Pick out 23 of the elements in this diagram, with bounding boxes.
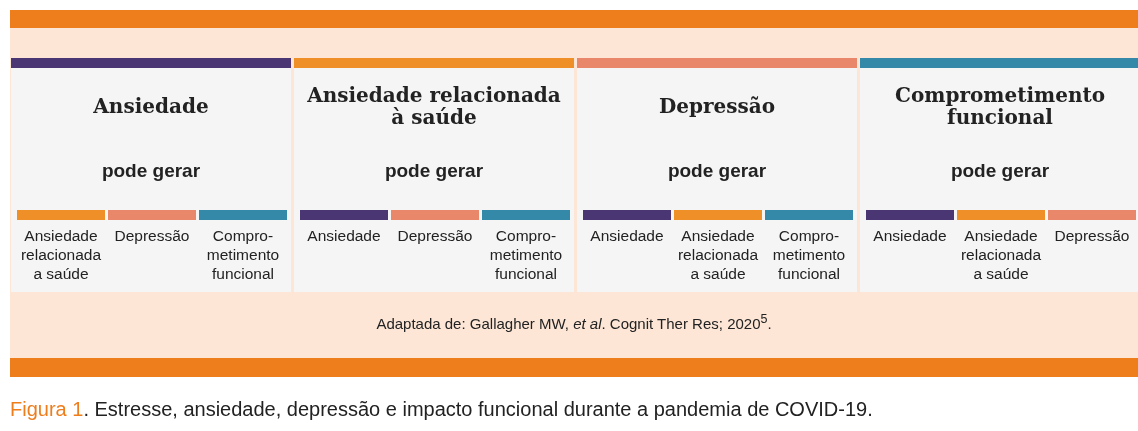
outcome-label: Ansiedade relacionada a saúde <box>957 210 1045 283</box>
outcome-label: Depressão <box>391 210 479 245</box>
panel-subheading: pode gerar <box>949 160 1051 182</box>
category-panel <box>577 58 857 292</box>
outcome-label: Depressão <box>1048 210 1136 245</box>
category-panel <box>860 58 1138 292</box>
outcome-label: Ansiedade <box>300 210 388 245</box>
outcome-label: Ansiedade relacionada a saúde <box>674 210 762 283</box>
panel-heading: Comprometimento funcional <box>894 84 1106 128</box>
panel-heading: Ansiedade relacionada à saúde <box>306 84 562 128</box>
panel-subheading: pode gerar <box>100 160 202 182</box>
outcome-label: Depressão <box>108 210 196 245</box>
outcome-label: Ansiedade <box>583 210 671 245</box>
outcome-label: Ansiedade relacionada a saúde <box>17 210 105 283</box>
category-panel <box>11 58 291 292</box>
panel-subheading: pode gerar <box>666 160 768 182</box>
category-panel <box>294 58 574 292</box>
panel-heading: Ansiedade <box>92 95 210 117</box>
source-note: Adaptada de: Gallagher MW, et al. Cognit Ther Res; 2020$^{5}$. <box>375 312 773 332</box>
panel-heading: Depressão <box>657 95 777 117</box>
outcome-label: Ansiedade <box>866 210 954 245</box>
figure-caption: Figura 1. Estresse, ansiedade, depressão e impacto funcional durante a pandemia de COVID-19. <box>10 398 873 421</box>
panel-subheading: pode gerar <box>383 160 485 182</box>
